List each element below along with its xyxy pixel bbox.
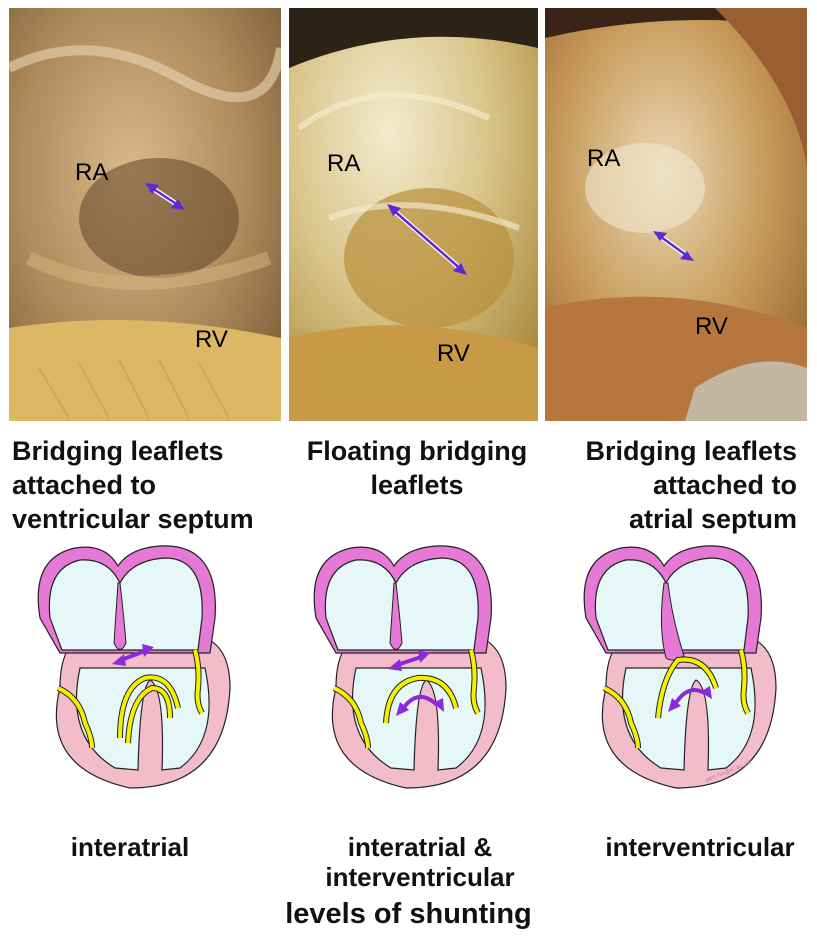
label-rv: RV	[695, 313, 728, 340]
heart-diagram-interatrial	[20, 538, 250, 803]
label-ra: RA	[327, 150, 360, 177]
label-interatrial-interventricular: interatrial & interventricular	[290, 832, 550, 892]
label-interatrial: interatrial	[30, 832, 230, 862]
label-interventricular: interventricular	[590, 832, 810, 862]
specimen-photo-1: RA RV	[9, 8, 281, 421]
caption-ventricular-septum: Bridging leaflets attached to ventricula…	[12, 434, 254, 536]
heart-diagram-both	[296, 538, 526, 803]
label-ra: RA	[75, 159, 108, 186]
footer-title: levels of shunting	[0, 898, 817, 931]
caption-atrial-septum: Bridging leaflets attached to atrial sep…	[585, 434, 797, 536]
label-ra: RA	[587, 145, 620, 172]
heart-diagram-interventricular: yen.ho@ic.ac.uk	[566, 538, 796, 803]
label-rv: RV	[195, 326, 228, 353]
specimen-photo-2: RA RV	[289, 8, 538, 421]
specimen-photo-3: RA RV	[545, 8, 807, 421]
label-rv: RV	[437, 340, 470, 367]
caption-floating: Floating bridging leaflets	[294, 434, 540, 502]
